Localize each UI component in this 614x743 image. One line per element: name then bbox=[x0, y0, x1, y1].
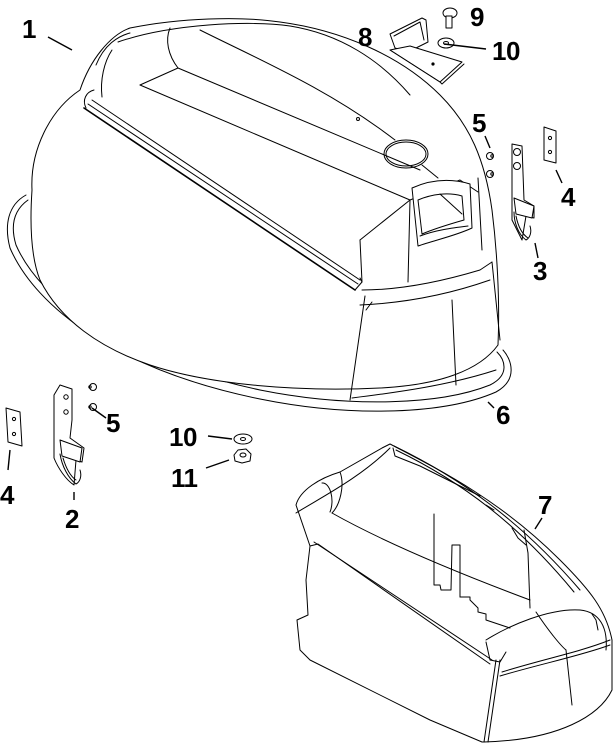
washer-upper-part bbox=[437, 37, 455, 49]
callout-5-right: 5 bbox=[472, 108, 486, 138]
callout-10-lower: 10 bbox=[169, 422, 197, 452]
screws-right-part bbox=[486, 152, 494, 178]
callout-2: 2 bbox=[65, 504, 79, 534]
callout-1: 1 bbox=[22, 14, 36, 44]
screw-part bbox=[442, 7, 458, 29]
washer-lower-part bbox=[233, 433, 253, 445]
screws-left-part bbox=[88, 383, 97, 411]
backing-plate-right-part bbox=[543, 126, 557, 164]
callout-4-right: 4 bbox=[561, 182, 575, 212]
callout-10-upper: 10 bbox=[492, 36, 520, 66]
callout-6: 6 bbox=[496, 400, 510, 430]
cowl-seal-part bbox=[6, 194, 512, 412]
callout-3: 3 bbox=[533, 256, 547, 286]
lower-rear-cover-part bbox=[295, 443, 613, 743]
nut-part bbox=[233, 448, 252, 464]
backing-plate-left-part bbox=[5, 407, 23, 447]
leader-lines bbox=[7, 36, 563, 530]
bracket-part bbox=[389, 17, 465, 85]
callout-8: 8 bbox=[358, 22, 372, 52]
callout-5-left: 5 bbox=[106, 408, 120, 438]
callout-9: 9 bbox=[470, 2, 484, 32]
callout-4-left: 4 bbox=[0, 480, 14, 510]
callout-7: 7 bbox=[538, 490, 552, 520]
latch-left-part bbox=[53, 384, 85, 486]
latch-right-part bbox=[511, 143, 535, 241]
top-cowl-part bbox=[30, 18, 501, 401]
callout-11: 11 bbox=[171, 463, 198, 493]
